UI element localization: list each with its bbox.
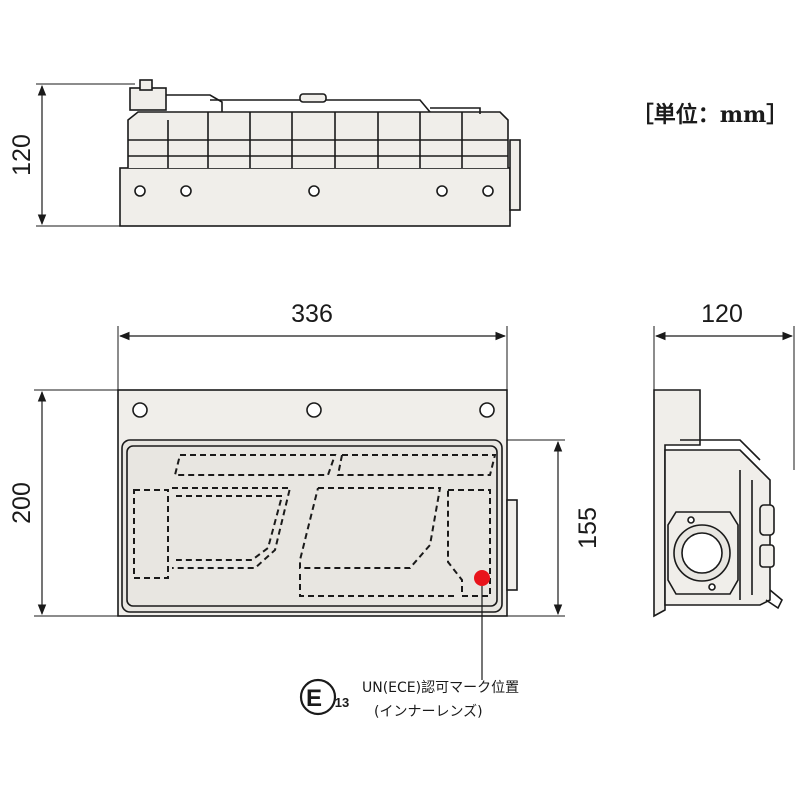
- front-view: [34, 326, 565, 617]
- front-width-label: 336: [291, 300, 333, 328]
- lens-height-label: 155: [574, 507, 602, 549]
- side-depth-label: 120: [701, 300, 743, 328]
- e-mark-symbol: E 13: [299, 678, 349, 716]
- front-width-dimension: 336: [118, 300, 507, 341]
- approval-mark-caption: UN(ECE)認可マーク位置: [362, 680, 519, 696]
- top-view: [36, 79, 521, 227]
- front-height-dimension: 200: [8, 390, 47, 616]
- approval-mark-subcaption: (インナーレンズ): [374, 704, 483, 720]
- side-depth-dimension: 120: [654, 300, 794, 341]
- unit-label: ［単位：mm］: [632, 102, 789, 128]
- approval-mark-location-dot: [474, 570, 490, 586]
- e-mark-letter: E: [306, 685, 322, 712]
- front-height-label: 200: [8, 482, 36, 524]
- top-view-height-dimension: 120: [8, 84, 47, 226]
- lens-height-dimension: 155: [553, 440, 602, 616]
- e-mark-number: 13: [335, 695, 349, 710]
- side-view: [653, 326, 795, 618]
- top-view-height-label: 120: [8, 134, 36, 176]
